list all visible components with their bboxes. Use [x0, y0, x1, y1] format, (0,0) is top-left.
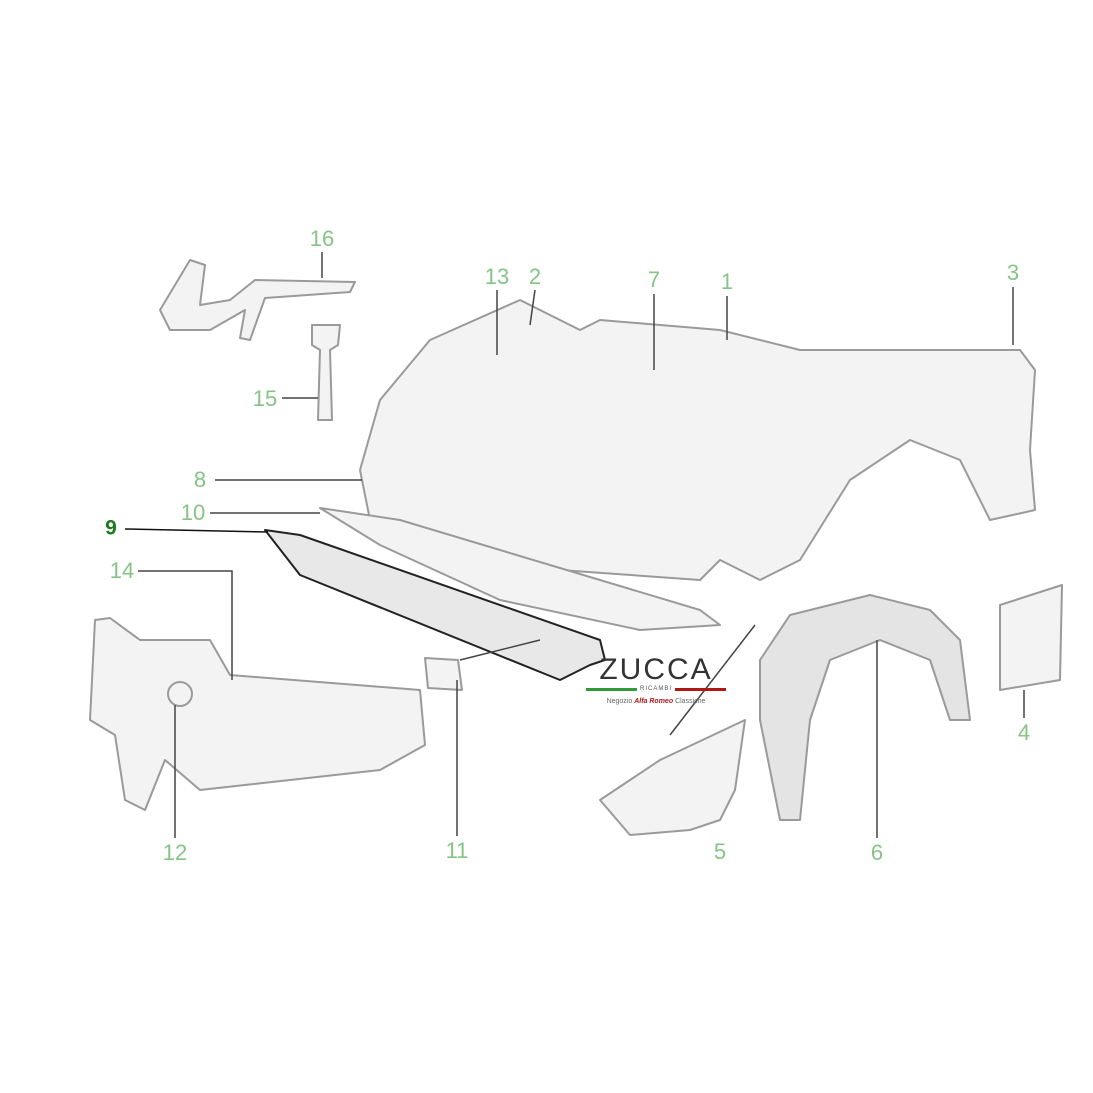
part-12-fuel-cap — [167, 681, 193, 707]
part-15-pin — [311, 324, 341, 421]
leader-lines — [124, 252, 1025, 838]
part-label-10[interactable]: 10 — [180, 500, 206, 525]
part-14-car — [89, 617, 426, 811]
part-label-7[interactable]: 7 — [647, 267, 661, 292]
part-label-6[interactable]: 6 — [870, 840, 884, 865]
part-label-12[interactable]: 12 — [162, 840, 188, 865]
flag-green-bar — [586, 687, 637, 691]
part-label-14[interactable]: 14 — [109, 558, 135, 583]
part-label-11[interactable]: 11 — [445, 838, 469, 863]
part-rear-body — [359, 299, 1036, 581]
zucca-logo: ZUCCA RICAMBI Negozio Alfa Romeo Classic… — [586, 653, 727, 705]
part-11-bracket — [424, 657, 463, 691]
logo-brand: ZUCCA — [599, 653, 713, 686]
part-9-trim — [264, 529, 606, 681]
part-label-2[interactable]: 2 — [528, 264, 542, 289]
part-5-panel — [599, 719, 746, 836]
tagline-brand: Alfa Romeo — [634, 698, 674, 705]
tagline-suffix: Classiche — [675, 698, 706, 705]
part-10-bumper — [319, 507, 721, 631]
part-label-1[interactable]: 1 — [720, 269, 734, 294]
part-label-16[interactable]: 16 — [309, 226, 335, 251]
part-label-13[interactable]: 13 — [484, 264, 510, 289]
part-label-9-selected[interactable]: 9 — [105, 516, 117, 540]
part-label-8[interactable]: 8 — [193, 467, 207, 492]
part-label-3[interactable]: 3 — [1006, 260, 1020, 285]
part-label-15[interactable]: 15 — [252, 386, 278, 411]
logo-tagline: Negozio Alfa Romeo Classiche — [586, 698, 726, 705]
tagline-prefix: Negozio — [606, 698, 633, 705]
part-6-wheel-arch — [759, 594, 971, 821]
part-16-hinge — [159, 259, 356, 341]
part-4-panel — [999, 584, 1063, 691]
logo-subtitle: RICAMBI — [640, 686, 673, 692]
flag-red-bar — [675, 687, 727, 691]
part-label-5[interactable]: 5 — [713, 839, 727, 864]
part-label-4[interactable]: 4 — [1017, 720, 1031, 745]
